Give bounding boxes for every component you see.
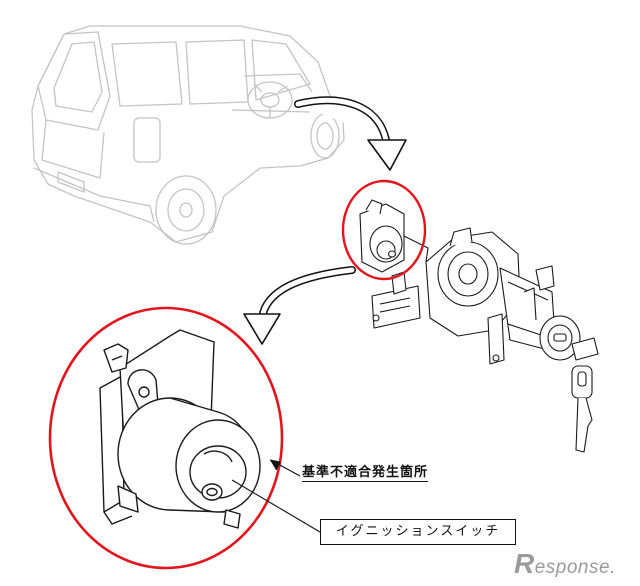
ignition-switch-enlarged <box>99 329 261 529</box>
watermark-initial: R <box>514 548 535 579</box>
watermark-rest: esponse. <box>534 557 616 578</box>
steering-column-assembly <box>359 199 599 453</box>
defect-location-label: 基準不適合発生箇所 <box>302 461 429 482</box>
curved-arrow-icon <box>294 96 407 171</box>
highlight-circle-small <box>341 179 427 281</box>
leader-lines <box>231 459 321 533</box>
vehicle-illustration <box>31 25 345 245</box>
curved-arrow-icon <box>243 266 356 345</box>
response-watermark: Response. <box>514 548 616 580</box>
part-name-label: イグニッションスイッチ <box>320 519 516 545</box>
highlight-circle-large <box>48 306 284 570</box>
